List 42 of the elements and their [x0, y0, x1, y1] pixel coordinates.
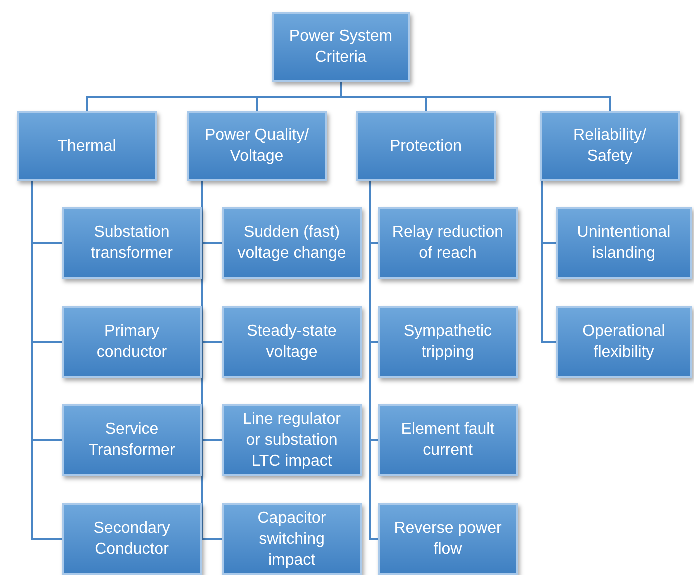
criteria-box [378, 503, 518, 575]
criteria-box [17, 111, 157, 181]
criteria-box [62, 306, 202, 378]
criteria-box [222, 306, 362, 378]
box-label: Protection [390, 136, 462, 156]
criteria-box [556, 306, 692, 378]
criteria-box [187, 111, 327, 181]
box-label: Thermal [58, 136, 116, 156]
criteria-box [272, 12, 410, 82]
box-label: Unintentional islanding [576, 223, 672, 264]
criteria-box [556, 207, 692, 279]
criteria-box [378, 404, 518, 476]
criteria-box [62, 503, 202, 575]
criteria-box [222, 503, 362, 575]
criteria-box [356, 111, 496, 181]
box-label: Reliability/ Safety [572, 126, 648, 167]
box-label: Secondary Conductor [92, 519, 172, 560]
connector-line [369, 181, 378, 540]
box-label: Service Transformer [88, 420, 176, 461]
connector-line [31, 181, 62, 540]
box-label: Capacitor switching impact [256, 508, 328, 570]
box-label: Sudden (fast) voltage change [236, 223, 348, 264]
box-label: Reverse power flow [393, 519, 503, 560]
box-label: Power System Criteria [288, 27, 394, 68]
box-label: Relay reduction of reach [391, 223, 505, 264]
box-label: Sympathetic tripping [402, 322, 494, 363]
box-label: Power Quality/ Voltage [204, 126, 310, 167]
criteria-box [378, 207, 518, 279]
box-label: Substation transformer [90, 223, 174, 264]
criteria-box [62, 207, 202, 279]
box-label: Primary conductor [96, 322, 168, 363]
connector-line [541, 181, 556, 343]
box-label: Line regulator or substation LTC impact [242, 410, 342, 472]
box-label: Operational flexibility [582, 322, 666, 363]
criteria-box [222, 404, 362, 476]
box-label: Element fault current [400, 420, 496, 461]
criteria-box [378, 306, 518, 378]
criteria-box [540, 111, 680, 181]
connector-line [340, 82, 611, 111]
criteria-box [62, 404, 202, 476]
box-label: Steady-state voltage [246, 322, 338, 363]
criteria-box [222, 207, 362, 279]
